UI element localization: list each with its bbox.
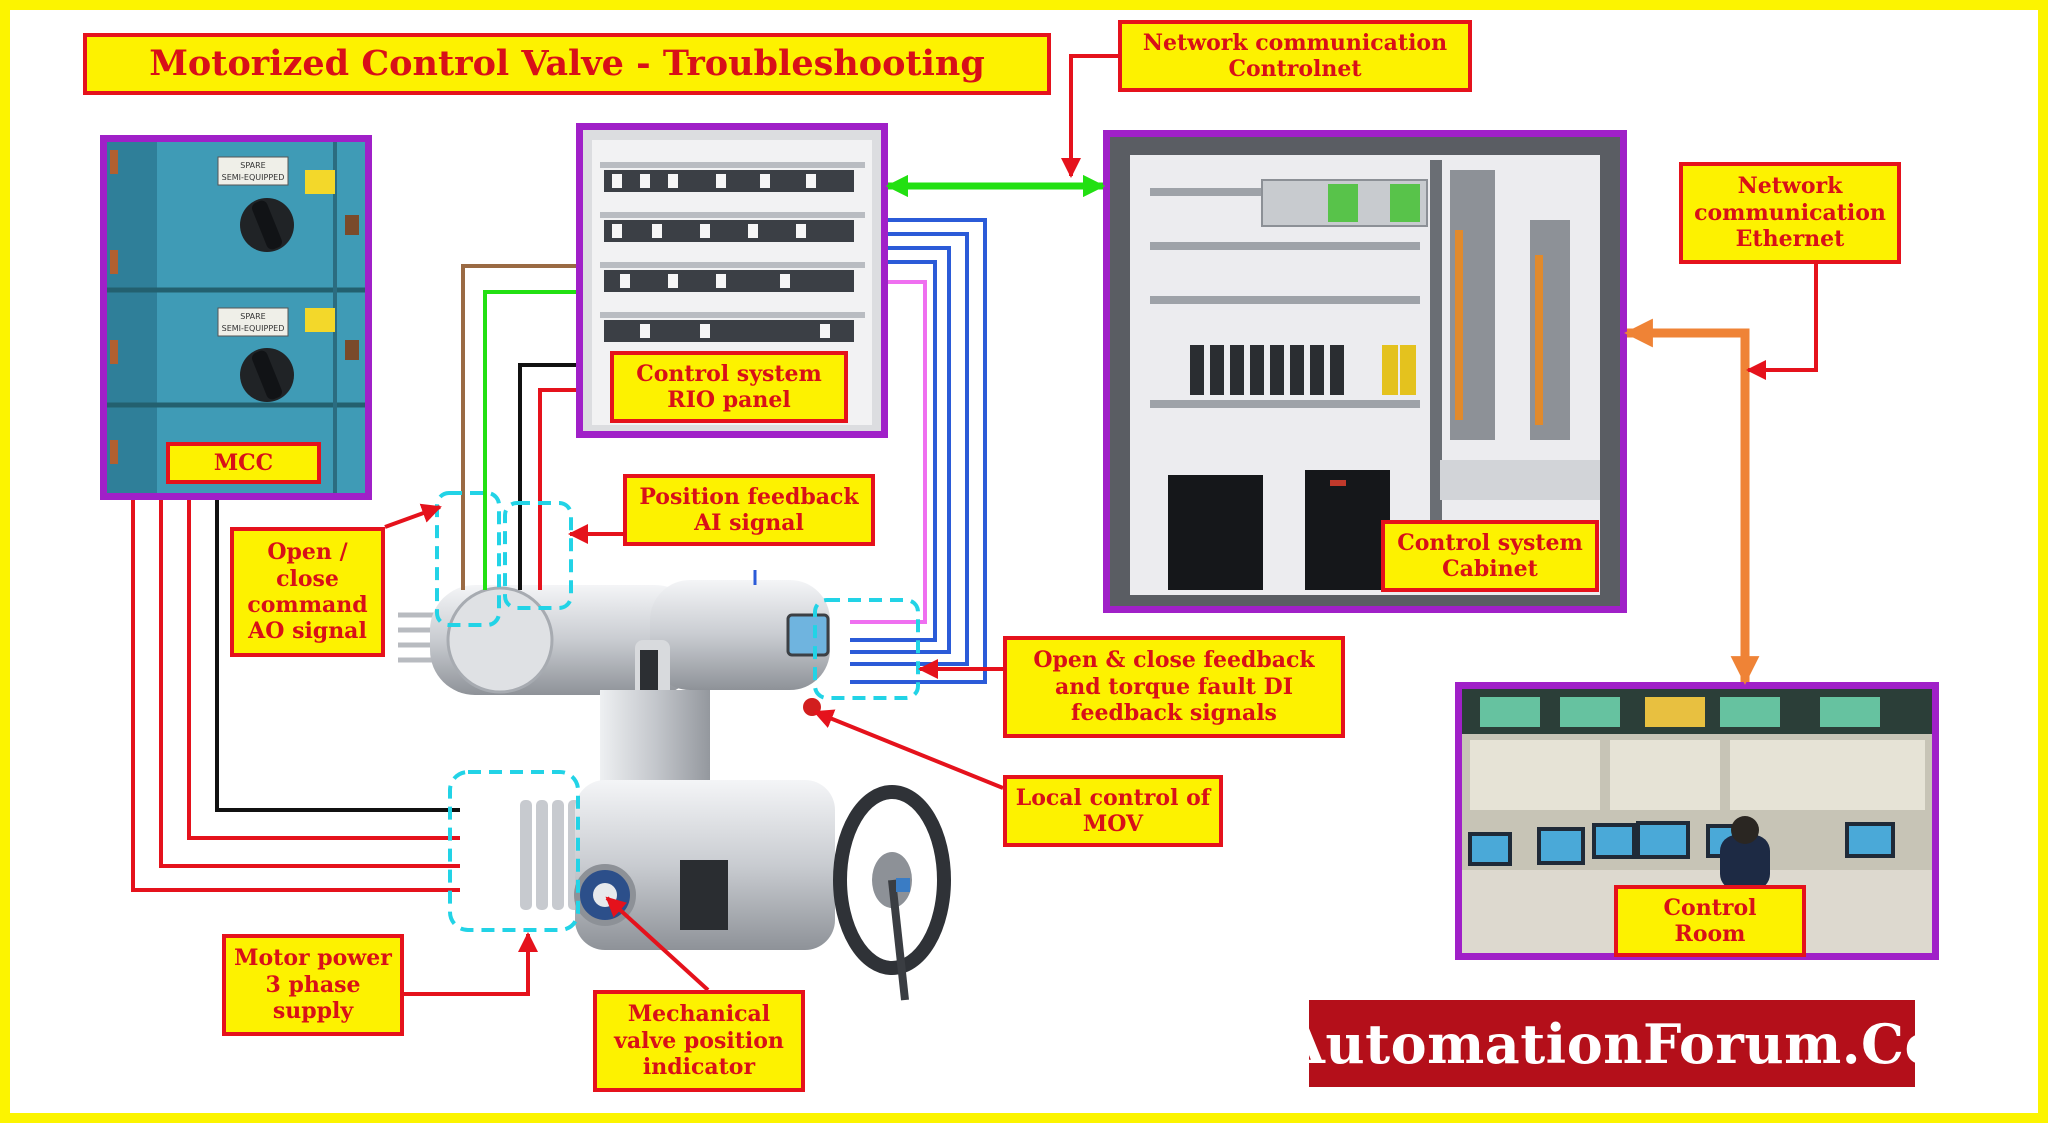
wire-mcc-red-2 (159, 500, 460, 868)
pointer-open-close-command (384, 503, 442, 529)
wire-rio-pink (850, 280, 927, 624)
wire-rio-blue-group (850, 218, 987, 684)
highlight-feedback-terminal (503, 501, 573, 610)
mcc-plate-1-line-2: SEMI-EQUIPPED (222, 173, 285, 182)
wire-rio-green (483, 290, 576, 590)
pointer-ethernet (1746, 264, 1818, 380)
mov-actuator (398, 570, 951, 1001)
wire-rio-black (518, 363, 576, 590)
mcc-plate-1-line-1: SPARE (240, 161, 265, 170)
label-network-ethernet: Network communication Ethernet (1679, 162, 1901, 264)
pointer-motor-power (404, 932, 538, 996)
wire-rio-red (538, 388, 576, 590)
wire-mcc-red-3 (187, 500, 460, 840)
label-network-controlnet: Network communication Controlnet (1118, 20, 1472, 92)
label-rio-panel: Control system RIO panel (610, 351, 848, 423)
mcc-plate-1: SPARE SEMI-EQUIPPED (217, 156, 289, 186)
wire-mcc-black (215, 500, 460, 812)
brand-logo: AutomationForum.Co (1283, 1000, 1941, 1087)
ethernet-link (1624, 318, 1760, 685)
label-position-feedback: Position feedback AI signal (623, 474, 875, 546)
mcc-plate-2: SPARE SEMI-EQUIPPED (217, 307, 289, 337)
highlight-command-terminal (435, 491, 501, 627)
wire-mcc-red-1 (131, 500, 460, 892)
label-control-room: Control Room (1614, 885, 1806, 957)
label-mcc: MCC (166, 442, 321, 484)
pointer-local-control (813, 709, 1004, 790)
label-control-cabinet: Control system Cabinet (1381, 520, 1599, 592)
label-motor-power: Motor power 3 phase supply (222, 934, 404, 1036)
label-local-control: Local control of MOV (1003, 775, 1223, 847)
mcc-plate-2-line-1: SPARE (240, 312, 265, 321)
pointer-mechanical-indicator (605, 896, 710, 992)
label-mechanical-indicator: Mechanical valve position indicator (593, 990, 805, 1092)
pointer-controlnet (1061, 54, 1118, 178)
page-title: Motorized Control Valve - Troubleshootin… (83, 33, 1051, 95)
wire-rio-brown (461, 264, 576, 590)
highlight-motor-terminal (448, 770, 580, 932)
highlight-di-terminal (813, 598, 920, 700)
label-open-close-command: Open / close command AO signal (230, 527, 385, 657)
label-feedback-signals: Open & close feedback and torque fault D… (1003, 636, 1345, 738)
mcc-plate-2-line-2: SEMI-EQUIPPED (222, 324, 285, 333)
